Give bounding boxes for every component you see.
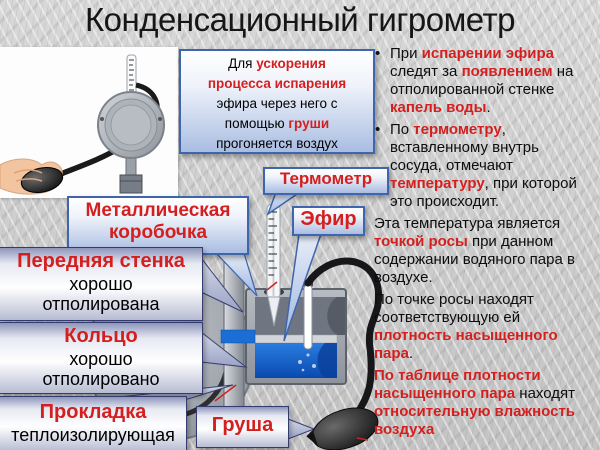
liquid-window bbox=[220, 329, 256, 344]
hygrometer-photo-illustration bbox=[0, 47, 178, 198]
explanation-list: •При испарении эфира следят за появление… bbox=[374, 45, 580, 443]
rubber-bulb bbox=[306, 407, 379, 450]
label-thermometer: Термометр bbox=[263, 167, 389, 195]
label-gasket-title: Прокладка bbox=[39, 401, 147, 423]
polished-disc-icon bbox=[97, 91, 165, 159]
diagram-thermometer bbox=[266, 203, 281, 327]
fingers bbox=[13, 169, 43, 182]
label-ether: Эфир bbox=[292, 206, 365, 236]
label-gasket: Прокладка теплоизолирующая bbox=[0, 396, 187, 450]
list-item: По таблице плотности насыщенного пара на… bbox=[374, 367, 576, 438]
hygrometer-illustration-drawing bbox=[0, 54, 165, 195]
label-bulb: Груша bbox=[196, 406, 289, 448]
label-ring: Кольцо хорошо отполировано bbox=[0, 322, 203, 394]
label-bulb-text: Груша bbox=[211, 414, 274, 436]
label-ring-sub: хорошо отполировано bbox=[42, 348, 160, 389]
list-item: По точке росы находят соответствующую ей… bbox=[374, 291, 558, 362]
label-ring-title: Кольцо bbox=[64, 325, 138, 347]
page-title: Конденсационный гигрометр bbox=[84, 1, 516, 38]
label-metal-box-text: Металлическая коробочка bbox=[85, 200, 231, 244]
rubber-bulb-icon bbox=[20, 166, 64, 194]
list-item: •По термометру, вставленному внутрь сосу… bbox=[375, 121, 577, 210]
inner-tube bbox=[303, 280, 313, 350]
label-front-wall: Передняя стенка хорошо отполирована bbox=[0, 247, 203, 321]
label-gasket-sub: теплоизолирующая bbox=[11, 424, 175, 445]
info-box-air-pump: Для ускорения процесса испарения эфира ч… bbox=[179, 49, 375, 154]
label-thermometer-text: Термометр bbox=[279, 169, 373, 188]
list-item: Эта температура является точкой росы при… bbox=[374, 215, 575, 286]
label-front-wall-title: Передняя стенка bbox=[17, 250, 185, 272]
info-box-text: Для ускорения процесса испарения эфира ч… bbox=[207, 56, 347, 151]
air-hose bbox=[304, 257, 383, 419]
ether-liquid bbox=[255, 343, 337, 378]
label-front-wall-sub: хорошо отполирована bbox=[42, 273, 160, 314]
metal-box bbox=[220, 288, 347, 385]
list-item: •При испарении эфира следят за появление… bbox=[375, 45, 574, 116]
label-ether-text: Эфир bbox=[300, 208, 357, 230]
